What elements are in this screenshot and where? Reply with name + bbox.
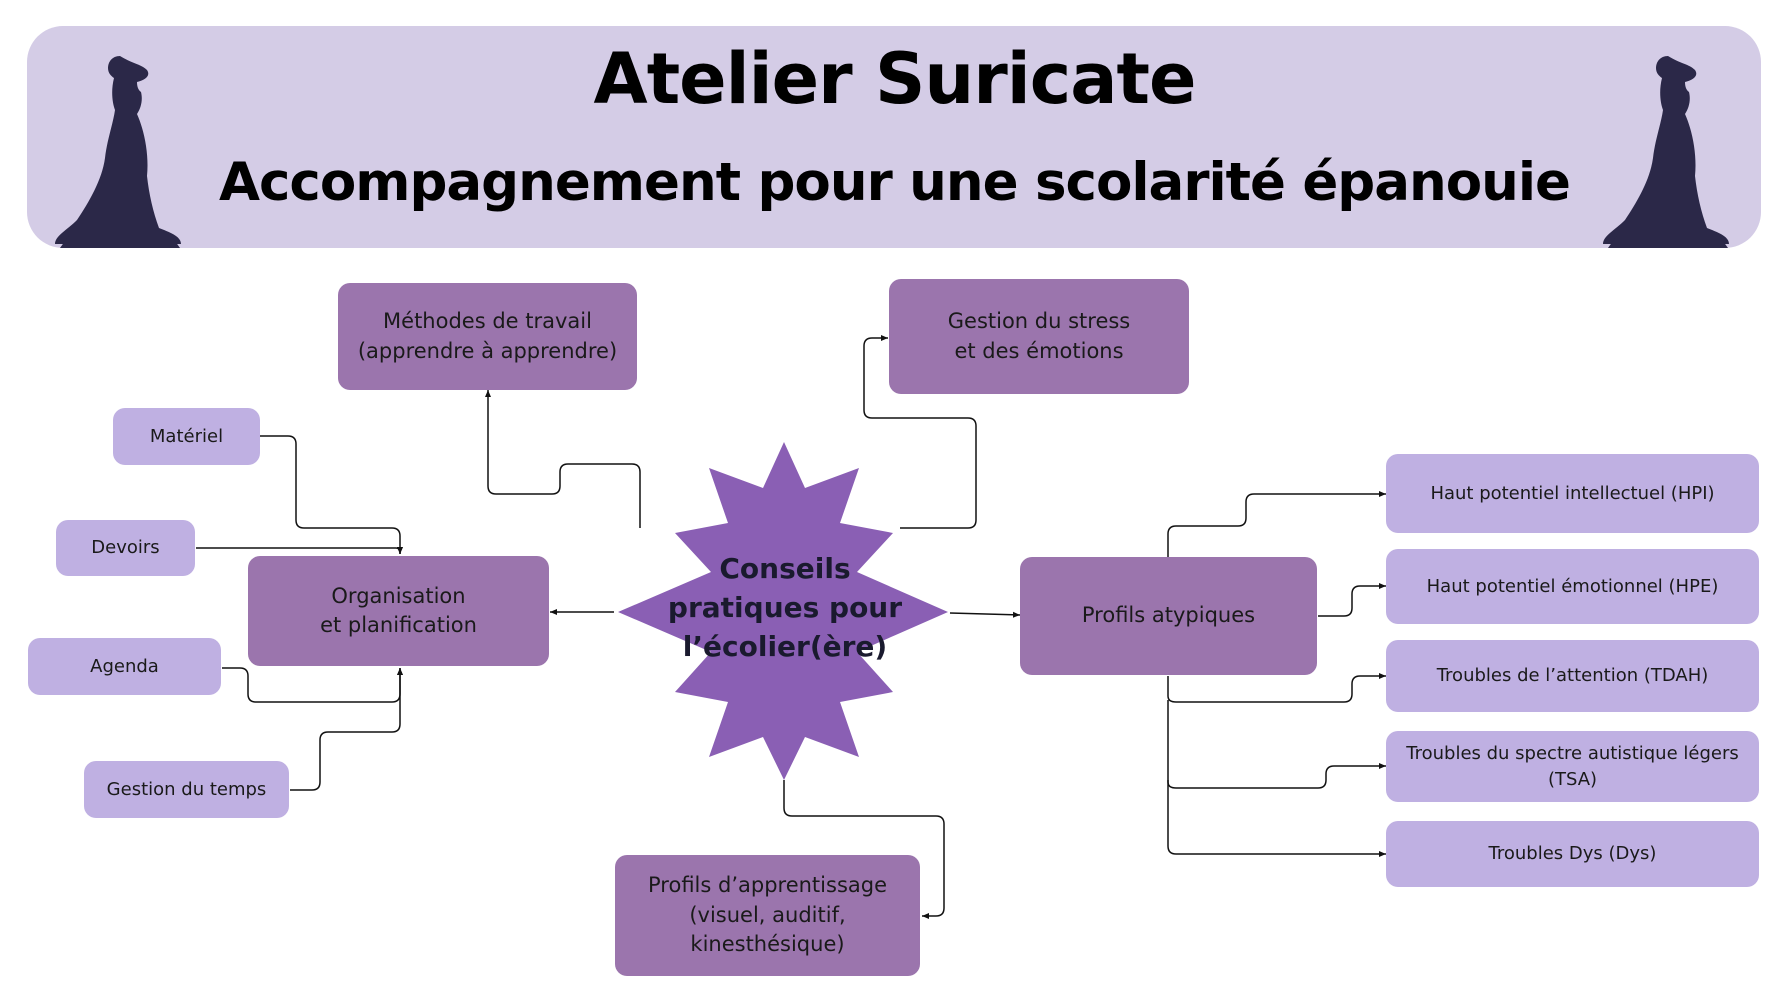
node-agenda: Agenda — [28, 638, 221, 695]
node-devoirs-label: Devoirs — [91, 537, 160, 559]
meerkat-right-illustration — [1603, 56, 1729, 248]
edge-agenda — [222, 667, 403, 703]
node-materiel: Matériel — [113, 408, 260, 465]
edge-center-apprentissage — [783, 780, 945, 919]
edge-devoirs — [196, 547, 403, 554]
node-gestion-du-stress: Gestion du stress et des émotions — [889, 279, 1189, 394]
node-methodes-label: Méthodes de travail (apprendre à apprend… — [357, 309, 618, 363]
node-materiel-label: Matériel — [149, 425, 224, 447]
edge-materiel — [260, 435, 403, 554]
node-dys: Troubles Dys (Dys) — [1386, 821, 1759, 887]
edge-gestion-temps — [290, 668, 403, 791]
node-gestion-temps-label: Gestion du temps — [106, 778, 267, 800]
center-node-label: Conseils pratiques pour l’écolier(ère) — [667, 552, 903, 664]
node-hpe: Haut potentiel émotionnel (HPE) — [1386, 549, 1759, 624]
node-tsa: Troubles du spectre autistique légers (T… — [1386, 731, 1759, 802]
node-tsa-label: Troubles du spectre autistique légers (T… — [1406, 743, 1739, 790]
node-apprentissage-label: Profils d’apprentissage (visuel, auditif… — [648, 873, 887, 957]
node-profils-apprentissage: Profils d’apprentissage (visuel, auditif… — [615, 855, 920, 976]
center-star-shape — [618, 442, 948, 780]
node-tdah: Troubles de l’attention (TDAH) — [1386, 640, 1759, 712]
edge-hpi — [1167, 491, 1386, 558]
edge-dys — [1167, 780, 1386, 857]
node-agenda-label: Agenda — [90, 655, 159, 677]
node-organisation: Organisation et planification — [248, 556, 549, 666]
edge-tdah — [1167, 673, 1386, 703]
node-hpe-label: Haut potentiel émotionnel (HPE) — [1426, 575, 1719, 597]
node-stress-label: Gestion du stress et des émotions — [947, 309, 1131, 363]
node-methodes-de-travail: Méthodes de travail (apprendre à apprend… — [338, 283, 637, 390]
meerkat-left-illustration — [55, 56, 181, 248]
node-devoirs: Devoirs — [56, 520, 195, 576]
page-subtitle: Accompagnement pour une scolarité épanou… — [218, 152, 1571, 213]
page-title: Atelier Suricate — [593, 38, 1197, 120]
edge-center-methodes — [485, 390, 641, 528]
node-hpi: Haut potentiel intellectuel (HPI) — [1386, 454, 1759, 533]
node-hpi-label: Haut potentiel intellectuel (HPI) — [1430, 482, 1715, 504]
edge-center-profils — [949, 611, 1021, 618]
edge-center-stress — [863, 335, 977, 529]
node-profils-atypiques-label: Profils atypiques — [1081, 603, 1256, 628]
node-profils-atypiques: Profils atypiques — [1020, 557, 1317, 675]
node-gestion-du-temps: Gestion du temps — [84, 761, 289, 818]
edge-tsa — [1167, 700, 1386, 789]
node-organisation-label: Organisation et planification — [320, 583, 477, 637]
node-dys-label: Troubles Dys (Dys) — [1488, 843, 1657, 865]
node-tdah-label: Troubles de l’attention (TDAH) — [1436, 665, 1709, 687]
header-banner — [27, 26, 1761, 248]
edge-hpe — [1318, 583, 1386, 617]
